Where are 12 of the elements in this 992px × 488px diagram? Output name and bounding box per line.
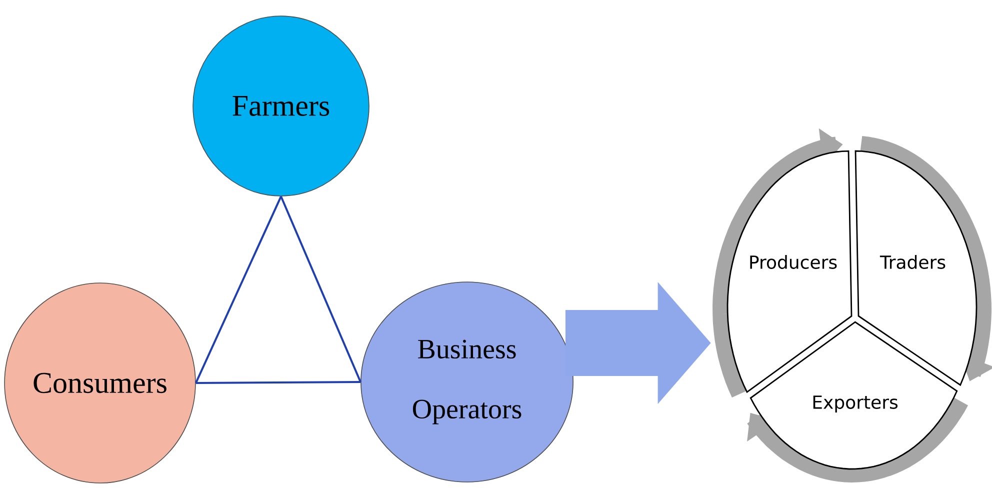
node-label: Exporters (813, 396, 898, 412)
circle-node: Consumers (4, 282, 196, 484)
circle-node: Farmers (192, 16, 370, 196)
circle-node: Business Operators (360, 282, 574, 482)
line (196, 381, 361, 384)
line (280, 196, 362, 382)
sector: Traders (854, 150, 978, 386)
sector: Exporters (750, 321, 958, 470)
block-arrow (565, 282, 711, 404)
line (194, 196, 282, 384)
node-label: Traders (880, 255, 946, 269)
cycle-arrows-drawing (712, 128, 992, 482)
